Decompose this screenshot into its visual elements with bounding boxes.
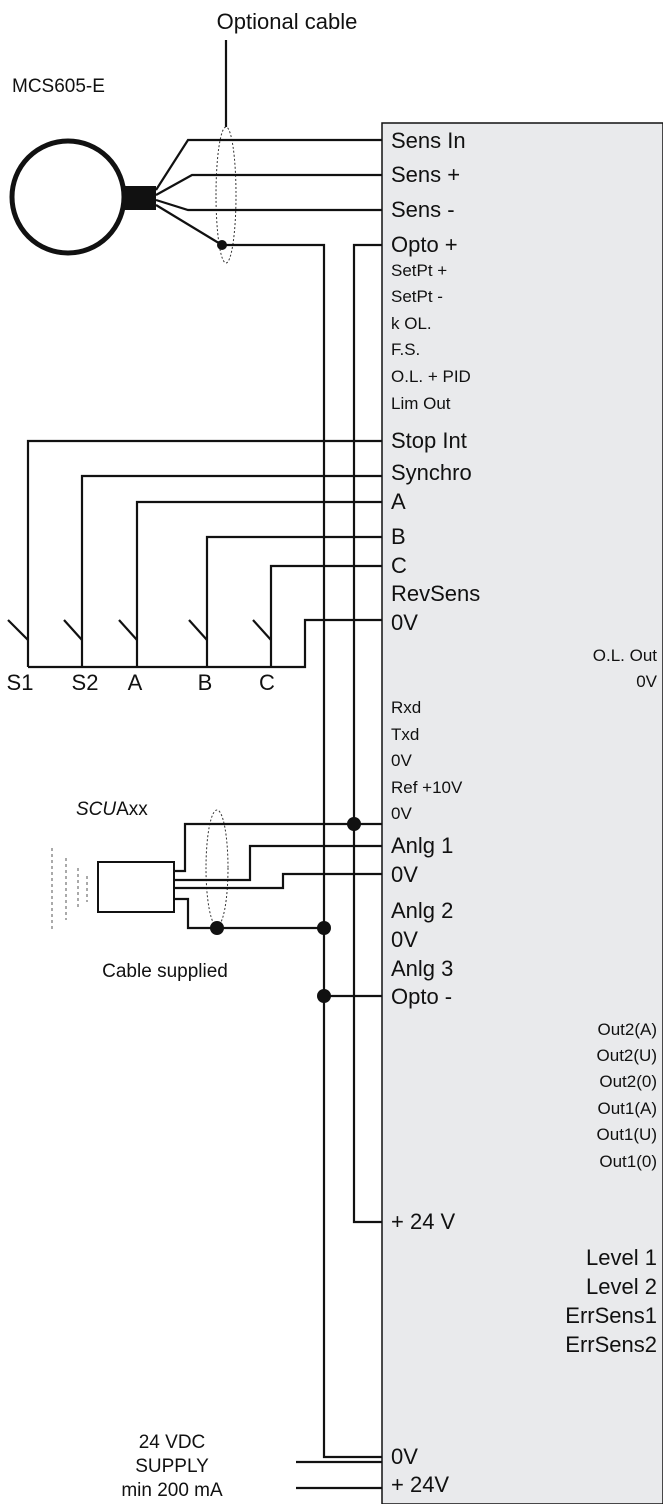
terminal-lim-out: Lim Out bbox=[391, 394, 451, 413]
terminal-0v-ref: 0V bbox=[391, 804, 412, 823]
terminal-anlg-1: Anlg 1 bbox=[391, 833, 453, 858]
terminal-stop-int: Stop Int bbox=[391, 428, 467, 453]
terminal-0v-anlg1: 0V bbox=[391, 862, 418, 887]
scu-sensor-icon bbox=[97, 861, 175, 913]
terminal-sens-in: Sens In bbox=[391, 128, 466, 153]
sensor-connector bbox=[124, 186, 156, 210]
terminal-out2-0: Out2(0) bbox=[599, 1072, 657, 1091]
terminal-0v-supply-in: 0V bbox=[391, 1444, 418, 1469]
terminal-ol-out: O.L. Out bbox=[593, 646, 658, 665]
terminal-ol-pid: O.L. + PID bbox=[391, 367, 471, 386]
terminal-plus-24v-supply: + 24V bbox=[391, 1472, 449, 1497]
terminal-errsens2: ErrSens2 bbox=[565, 1332, 657, 1357]
terminal-0v-supply: 0V bbox=[391, 1502, 418, 1504]
terminal-0v-ol: 0V bbox=[636, 672, 657, 691]
terminal-synchro: Synchro bbox=[391, 460, 472, 485]
optional-cable-label: Optional cable bbox=[217, 9, 358, 34]
switch-label-s1: S1 bbox=[7, 670, 34, 695]
sensor-icon bbox=[9, 138, 127, 256]
supply-label-title: SUPPLY bbox=[135, 1456, 209, 1477]
terminal-anlg-3: Anlg 3 bbox=[391, 956, 453, 981]
terminal-errsens1: ErrSens1 bbox=[565, 1303, 657, 1328]
terminal-a: A bbox=[391, 489, 406, 514]
terminal-anlg-2: Anlg 2 bbox=[391, 898, 453, 923]
terminal-k-ol: k OL. bbox=[391, 314, 432, 333]
terminal-revsens: RevSens bbox=[391, 581, 480, 606]
supply-label-current: min 200 mA bbox=[121, 1480, 223, 1501]
terminal-opto-plus: Opto + bbox=[391, 232, 458, 257]
terminal-out1-0: Out1(0) bbox=[599, 1152, 657, 1171]
terminal-level-2: Level 2 bbox=[586, 1274, 657, 1299]
switch-label-c: C bbox=[259, 670, 275, 695]
supply-label-voltage: 24 VDC bbox=[139, 1432, 206, 1453]
switch-label-a: A bbox=[128, 670, 143, 695]
sensor-model-label: MCS605-E bbox=[12, 76, 105, 97]
terminal-ref-10v: Ref +10V bbox=[391, 778, 463, 797]
terminal-out2-u: Out2(U) bbox=[597, 1046, 657, 1065]
terminal-opto-minus: Opto - bbox=[391, 984, 452, 1009]
controller-panel bbox=[381, 122, 663, 1504]
scu-cable-sheath bbox=[205, 809, 229, 927]
terminal-setpt-plus: SetPt + bbox=[391, 261, 447, 280]
terminal-0v-anlg2: 0V bbox=[391, 927, 418, 952]
terminal-0v-serial: 0V bbox=[391, 751, 412, 770]
scu-model-label: SCUAxx bbox=[76, 799, 148, 820]
switch-label-s2: S2 bbox=[72, 670, 99, 695]
terminal-level-1: Level 1 bbox=[586, 1245, 657, 1270]
terminal-sens-plus: Sens + bbox=[391, 162, 460, 187]
switch-label-b: B bbox=[198, 670, 213, 695]
terminal-plus-24v: + 24 V bbox=[391, 1209, 456, 1234]
cable-supplied-label: Cable supplied bbox=[102, 961, 228, 982]
terminal-0v-digital: 0V bbox=[391, 610, 418, 635]
terminal-c: C bbox=[391, 553, 407, 578]
terminal-rxd: Rxd bbox=[391, 698, 421, 717]
terminal-txd: Txd bbox=[391, 725, 419, 744]
terminal-out2-a: Out2(A) bbox=[597, 1020, 657, 1039]
terminal-out1-u: Out1(U) bbox=[597, 1125, 657, 1144]
terminal-setpt-minus: SetPt - bbox=[391, 287, 443, 306]
terminal-b: B bbox=[391, 524, 406, 549]
optional-cable-sheath bbox=[215, 126, 237, 264]
terminal-fs: F.S. bbox=[391, 340, 420, 359]
terminal-out1-a: Out1(A) bbox=[597, 1099, 657, 1118]
terminal-sens-minus: Sens - bbox=[391, 197, 455, 222]
